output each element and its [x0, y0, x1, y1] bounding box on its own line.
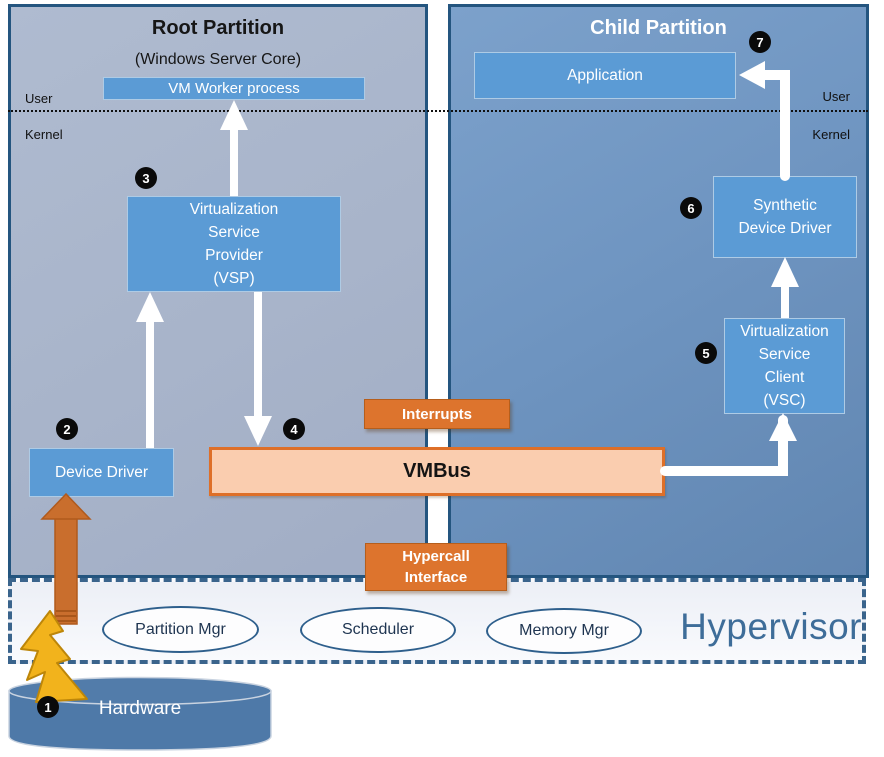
partition-mgr-label: Partition Mgr [135, 620, 226, 638]
interrupts-label: Interrupts [401, 405, 472, 423]
application-label: Application [567, 66, 643, 84]
partition-mgr-ellipse: Partition Mgr [102, 606, 259, 653]
synthetic-device-driver-box: Synthetic Device Driver [713, 176, 857, 258]
hypercall-interface-tag: Hypercall Interface [365, 543, 507, 591]
scheduler-ellipse: Scheduler [300, 607, 456, 653]
vmbus-bar: VMBus [209, 447, 665, 496]
synthetic-device-driver-label: Synthetic Device Driver [738, 197, 832, 237]
vm-worker-process-label: VM Worker process [168, 80, 300, 97]
step-badge-4: 4 [283, 418, 305, 440]
vsc-box: Virtualization Service Client (VSC) [724, 318, 845, 414]
memory-mgr-ellipse: Memory Mgr [486, 608, 642, 654]
device-driver-box: Device Driver [29, 448, 174, 497]
scheduler-label: Scheduler [341, 621, 415, 638]
root-user-label: User [25, 91, 53, 106]
root-kernel-label: Kernel [25, 127, 63, 142]
device-driver-label: Device Driver [54, 463, 148, 481]
user-kernel-divider [8, 110, 868, 112]
memory-mgr-label: Memory Mgr [519, 622, 609, 639]
step-badge-6: 6 [680, 197, 702, 219]
vmbus-label: VMBus [403, 460, 471, 482]
hypervisor-label: Hypervisor [680, 606, 862, 647]
child-user-label: User [822, 89, 850, 104]
root-partition-subtitle: (Windows Server Core) [134, 51, 302, 68]
vm-worker-process-box: VM Worker process [103, 77, 365, 100]
child-partition-title: Child Partition [590, 17, 727, 39]
hypervisor-region: Partition Mgr Scheduler Memory Mgr [8, 578, 866, 664]
interrupts-tag: Interrupts [364, 399, 510, 429]
vsp-label: Virtualization Service Provider (VSP) [189, 201, 279, 287]
step-badge-5: 5 [695, 342, 717, 364]
step-badge-2: 2 [56, 418, 78, 440]
vsc-label: Virtualization Service Client (VSC) [740, 323, 829, 409]
step-badge-1: 1 [37, 696, 59, 718]
step-badge-3: 3 [135, 167, 157, 189]
hypercall-interface-label: Hypercall Interface [402, 548, 470, 586]
hardware-label: Hardware [98, 698, 182, 719]
application-box: Application [474, 52, 736, 99]
step-badge-7: 7 [749, 31, 771, 53]
child-kernel-label: Kernel [812, 127, 850, 142]
root-partition-title: Root Partition [151, 17, 285, 39]
vsp-box: Virtualization Service Provider (VSP) [127, 196, 341, 292]
